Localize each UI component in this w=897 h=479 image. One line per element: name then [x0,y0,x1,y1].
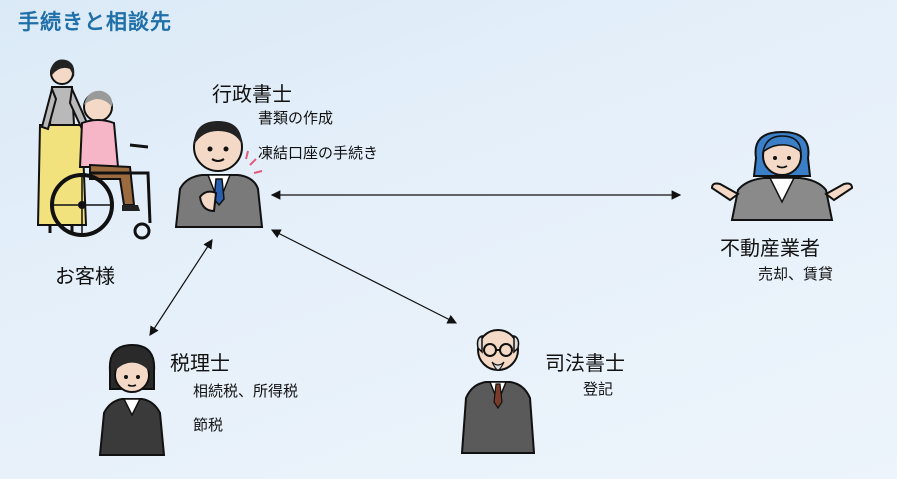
gyosei-item-documents: 書類の作成 [258,109,334,127]
fudosan-item-sale-rent: 売却、賃貸 [758,265,834,283]
zeirishi-item-tax-saving: 節税 [193,416,224,434]
gyosei-illustration [174,121,264,228]
page-title: 手続きと相談先 [18,10,172,34]
gyosei-label: 行政書士 [212,82,292,106]
customer-illustration [36,59,152,240]
zeirishi-label: 税理士 [170,351,230,375]
zeirishi-illustration [98,343,166,456]
shiho-illustration [460,329,536,454]
customer-label: お客様 [55,264,115,288]
shiho-item-registration: 登記 [583,380,614,398]
shiho-label: 司法書士 [545,351,625,375]
arrow-gyosei-shiho [270,229,458,324]
gyosei-item-frozen-account: 凍結口座の手続き [258,144,379,162]
arrow-gyosei-zeirishi [149,238,213,337]
fudosan-label: 不動産業者 [720,236,820,260]
zeirishi-item-inheritance-income-tax: 相続税、所得税 [193,382,299,400]
fudosan-illustration [710,130,854,221]
